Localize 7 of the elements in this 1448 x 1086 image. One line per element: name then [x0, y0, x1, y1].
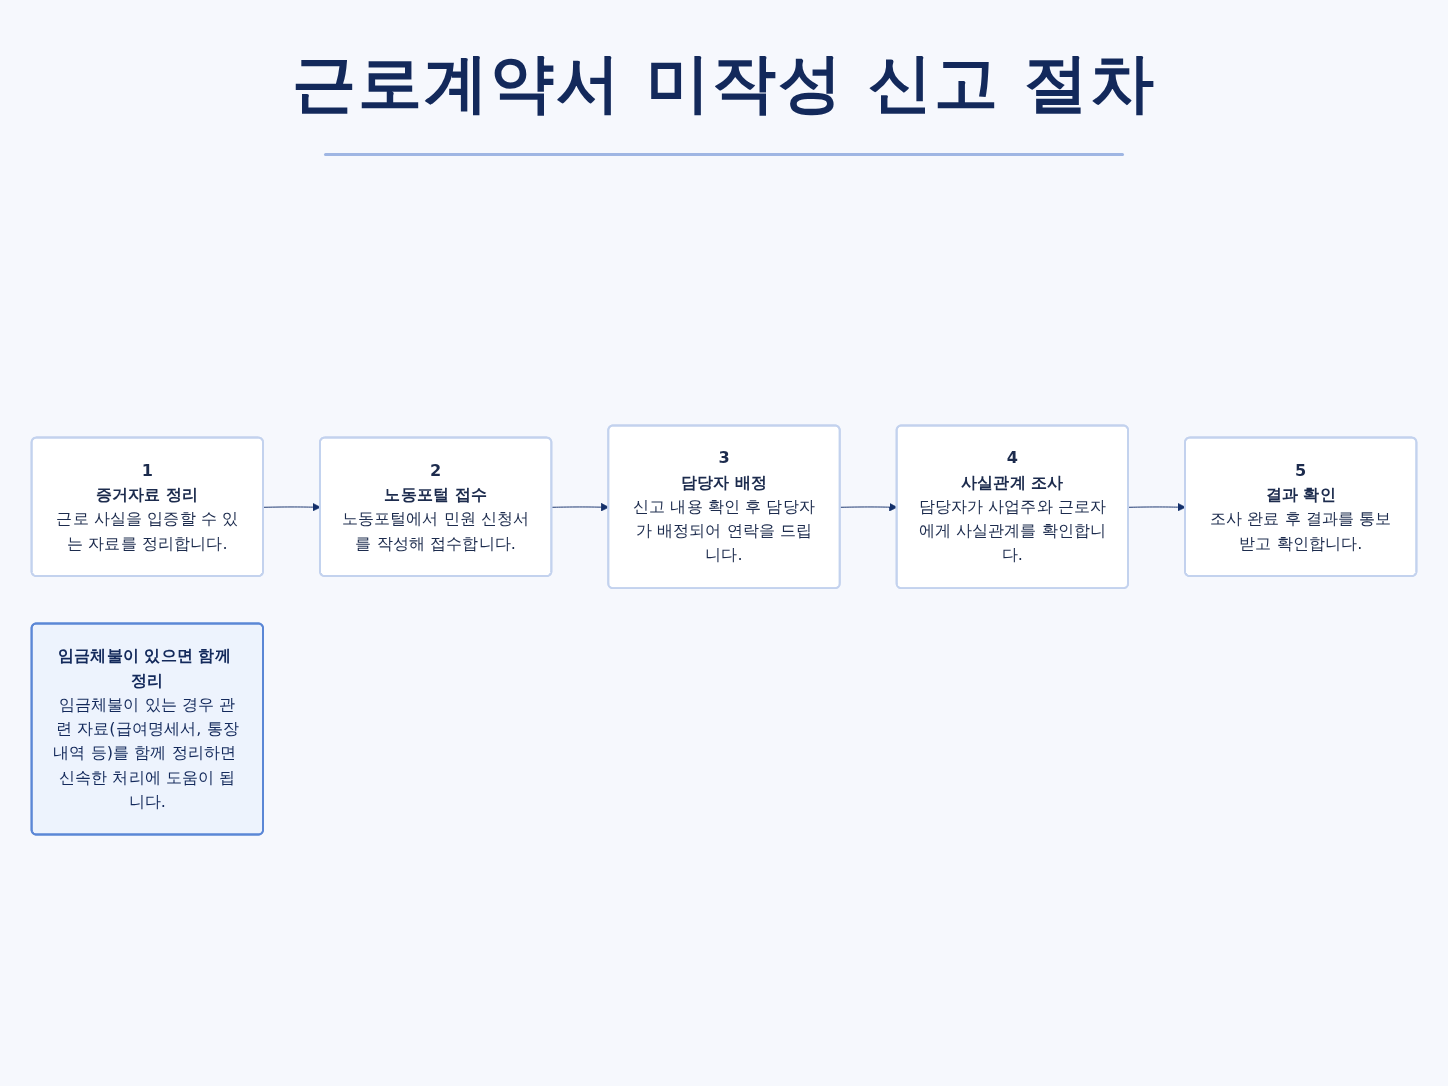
diagram-title: 근로계약서 미작성 신고 절차: [291, 45, 1157, 122]
step-card: 1 증거자료 정리 근로 사실을 입증할 수 있는 자료를 정리합니다.: [30, 436, 264, 577]
step-card: 5 결과 확인 조사 완료 후 결과를 통보받고 확인합니다.: [1184, 436, 1418, 577]
step-card: 2 노동포털 접수 노동포털에서 민원 신청서를 작성해 접수합니다.: [319, 436, 553, 577]
note-box: 임금체불이 있으면 함께 정리 임금체불이 있는 경우 관련 자료(급여명세서, 통장내역 등)를 함께 정리하면 신속한 처리에 도움이 됩니다.: [30, 622, 264, 836]
step-card: 3 담당자 배정 신고 내용 확인 후 담당자가 배정되어 연락을 드립니다.: [607, 424, 841, 590]
step-card: 4 사실관계 조사 담당자가 사업주와 근로자에게 사실관계를 확인합니다.: [895, 424, 1129, 590]
